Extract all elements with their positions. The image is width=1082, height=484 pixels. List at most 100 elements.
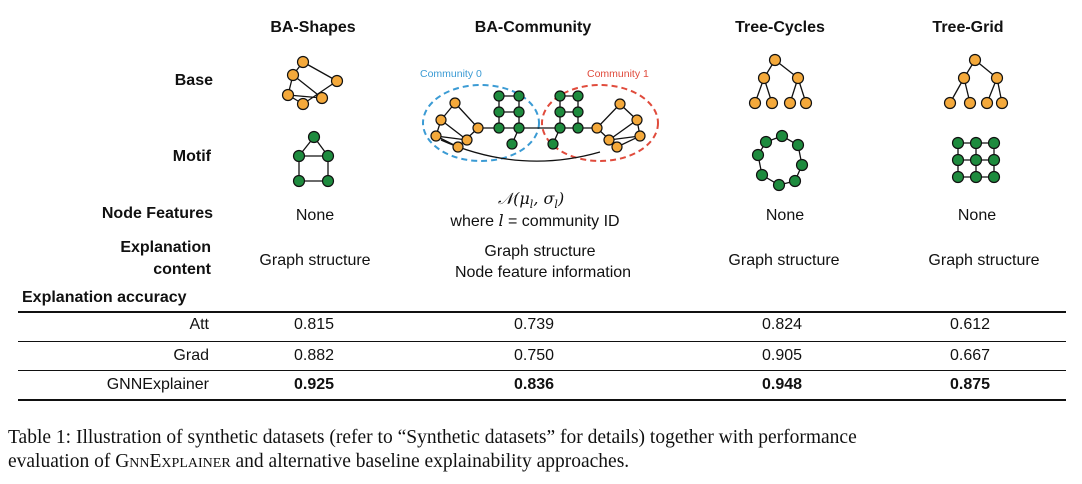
node xyxy=(435,114,447,126)
node xyxy=(547,138,559,150)
accuracy-value: 0.824 xyxy=(761,316,803,333)
node xyxy=(995,96,1009,110)
ba-community-graph xyxy=(422,84,659,162)
accuracy-value: 0.948 xyxy=(761,376,803,393)
table-rule-bottom xyxy=(18,399,1066,401)
node xyxy=(572,90,584,102)
node xyxy=(963,96,977,110)
caption-text: and alternative baseline explainability … xyxy=(230,451,630,472)
explanation-content-tree-grid: Graph structure xyxy=(928,252,1040,269)
explanation-content-ba-shapes: Graph structure xyxy=(259,252,371,269)
table-rule-top xyxy=(18,311,1066,313)
node xyxy=(591,122,603,134)
accuracy-value: 0.815 xyxy=(293,316,335,333)
node xyxy=(611,141,623,153)
node xyxy=(449,97,461,109)
node xyxy=(321,174,335,188)
node xyxy=(554,90,566,102)
node xyxy=(315,91,329,105)
node xyxy=(968,53,982,67)
column-header-tree-grid: Tree-Grid xyxy=(932,19,1004,36)
node xyxy=(791,138,805,152)
accuracy-value: 0.875 xyxy=(949,376,991,393)
node xyxy=(772,178,786,192)
node xyxy=(634,130,646,142)
node xyxy=(572,106,584,118)
node xyxy=(572,122,584,134)
accuracy-value: 0.905 xyxy=(761,347,803,364)
row-label-base: Base xyxy=(174,72,213,89)
table-rule xyxy=(18,370,1066,371)
node xyxy=(631,114,643,126)
where-l: l xyxy=(498,211,504,230)
ba-shapes-motif-graph xyxy=(292,130,335,188)
node xyxy=(980,96,994,110)
row-label-explanation-content-2: content xyxy=(153,261,211,278)
explanation-content-tree-cycles: Graph structure xyxy=(728,252,840,269)
node xyxy=(292,149,306,163)
node xyxy=(987,153,1001,167)
row-label-motif: Motif xyxy=(172,148,211,165)
node xyxy=(493,90,505,102)
node xyxy=(951,136,965,150)
tree-cycles-base-graph xyxy=(748,53,813,110)
formula-subscript: l xyxy=(554,198,558,212)
node xyxy=(759,135,773,149)
node xyxy=(493,122,505,134)
node xyxy=(768,53,782,67)
table-rule xyxy=(18,341,1066,342)
tree-cycles-motif-graph xyxy=(751,129,809,192)
caption-text: evaluation of xyxy=(8,451,116,472)
node xyxy=(951,153,965,167)
node xyxy=(990,71,1004,85)
community-0-label: Community 0 xyxy=(420,68,482,80)
column-header-tree-cycles: Tree-Cycles xyxy=(735,19,825,36)
node xyxy=(969,136,983,150)
node xyxy=(321,149,335,163)
node-features-ba-shapes: None xyxy=(295,207,335,224)
node xyxy=(430,130,442,142)
node xyxy=(461,134,473,146)
node xyxy=(286,68,300,82)
node xyxy=(765,96,779,110)
node xyxy=(472,122,484,134)
node xyxy=(307,130,321,144)
node xyxy=(757,71,771,85)
node xyxy=(292,174,306,188)
node xyxy=(957,71,971,85)
node xyxy=(281,88,295,102)
explanation-content-ba-community-1: Graph structure xyxy=(484,243,596,260)
column-header-ba-community: BA-Community xyxy=(474,19,592,36)
node xyxy=(987,136,1001,150)
formula-subscript: l xyxy=(529,198,534,212)
explanation-content-ba-community-2: Node feature information xyxy=(454,264,632,281)
node xyxy=(513,106,525,118)
node xyxy=(788,174,802,188)
node xyxy=(493,106,505,118)
node xyxy=(452,141,464,153)
accuracy-value: 0.667 xyxy=(949,347,991,364)
node-features-ba-community-where: where l = community ID xyxy=(435,210,635,232)
caption-method-name: GnnExplainer xyxy=(115,451,231,472)
node-features-tree-grid: None xyxy=(957,207,997,224)
node xyxy=(554,122,566,134)
accuracy-value: 0.739 xyxy=(513,316,555,333)
node xyxy=(969,153,983,167)
ba-shapes-base-graph xyxy=(281,55,344,111)
node xyxy=(943,96,957,110)
accuracy-value: 0.836 xyxy=(513,376,555,393)
node xyxy=(987,170,1001,184)
accuracy-value: 0.882 xyxy=(293,347,335,364)
row-label-node-features: Node Features xyxy=(101,205,213,222)
node xyxy=(751,148,765,162)
tree-grid-motif-graph xyxy=(951,136,1001,184)
row-label-explanation-content-1: Explanation xyxy=(120,239,211,256)
node-features-ba-community-formula: 𝒩(μl, σl) xyxy=(431,188,631,215)
accuracy-value: 0.612 xyxy=(949,316,991,333)
node xyxy=(296,97,310,111)
caption-line-1: Table 1: Illustration of synthetic datas… xyxy=(8,427,857,448)
formula-part: 𝒩(μ xyxy=(497,189,530,208)
node xyxy=(296,55,310,69)
node-features-tree-cycles: None xyxy=(765,207,805,224)
row-label-explanation-accuracy: Explanation accuracy xyxy=(22,289,187,306)
